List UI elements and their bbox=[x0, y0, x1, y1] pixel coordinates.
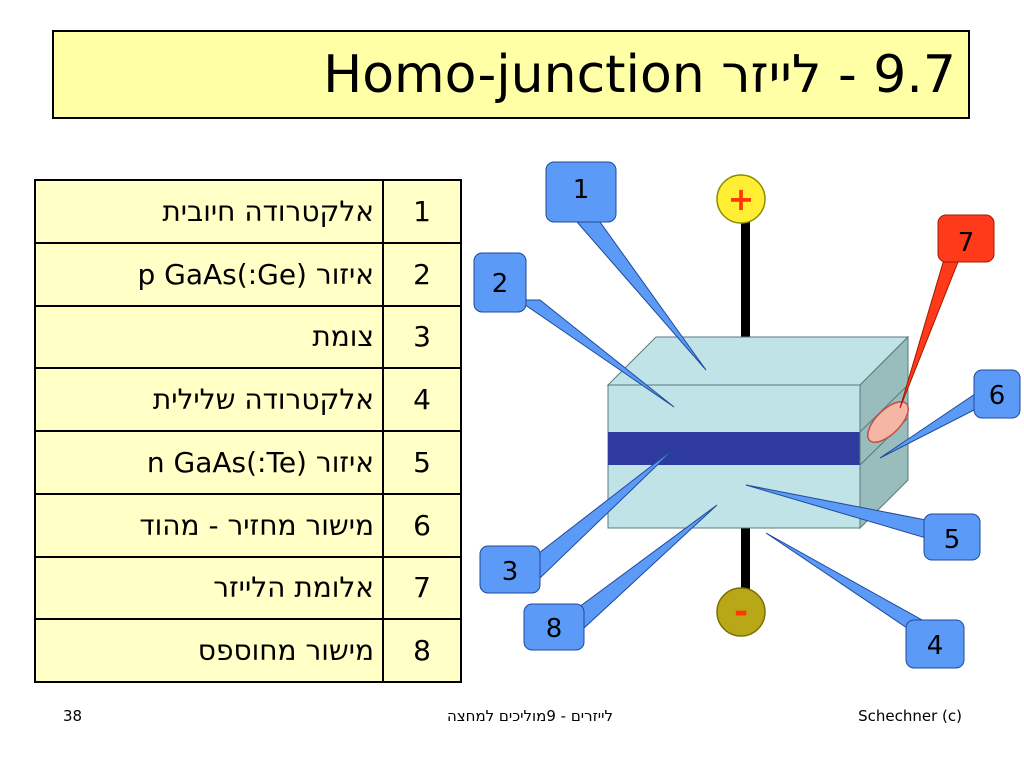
callout-label: 4 bbox=[927, 631, 944, 661]
legend-text: אלומת הלייזר bbox=[34, 555, 384, 621]
callout-label: 1 bbox=[573, 175, 590, 205]
legend-number: 1 bbox=[382, 179, 462, 244]
legend-number: 4 bbox=[382, 367, 462, 432]
legend-text: צומת bbox=[34, 304, 384, 370]
laser-beam-spot bbox=[867, 401, 909, 443]
callout-6: 6 bbox=[879, 369, 1021, 459]
negative-terminal: - bbox=[716, 587, 766, 637]
legend-text: מישור מחזיר - מהוד bbox=[34, 492, 384, 558]
positive-terminal: + bbox=[716, 174, 766, 224]
minus-sign: - bbox=[734, 592, 748, 632]
callout-3: 3 bbox=[479, 446, 677, 594]
table-row: איזור p GaAs(:Ge)2 bbox=[34, 241, 462, 307]
legend-number: 8 bbox=[382, 618, 462, 683]
legend-number: 2 bbox=[382, 241, 462, 307]
legend-number: 3 bbox=[382, 304, 462, 370]
callout-label: 5 bbox=[944, 525, 961, 555]
callout-label: 8 bbox=[546, 614, 563, 644]
callout-label: 6 bbox=[989, 381, 1006, 411]
positive-electrode bbox=[741, 218, 750, 354]
legend-text: איזור n GaAs(:Te) bbox=[34, 430, 384, 495]
course-name: לייזרים - 9מוליכים למחצה bbox=[446, 707, 614, 725]
callout-2: 2 bbox=[473, 252, 675, 408]
junction-layer bbox=[608, 432, 860, 465]
callout-4: 4 bbox=[765, 532, 965, 669]
callout-label: 7 bbox=[958, 228, 975, 258]
table-row: איזור n GaAs(:Te)5 bbox=[34, 430, 462, 495]
title-box: 9.7 - לייזר Homo-junction bbox=[52, 30, 970, 119]
slide-title: 9.7 - לייזר Homo-junction bbox=[323, 45, 956, 105]
callout-5: 5 bbox=[745, 484, 981, 561]
legend-number: 5 bbox=[382, 430, 462, 495]
legend-number: 6 bbox=[382, 492, 462, 558]
callout-8: 8 bbox=[523, 504, 718, 651]
callout-label: 3 bbox=[502, 557, 519, 587]
negative-electrode bbox=[741, 527, 750, 593]
legend-text: אלקטרודה שלילית bbox=[34, 367, 384, 432]
plus-sign: + bbox=[728, 180, 755, 218]
page-number: 38 bbox=[63, 707, 83, 725]
block-top-face bbox=[606, 336, 910, 386]
callout-7: 7 bbox=[899, 214, 995, 409]
legend-text: מישור מחוספס bbox=[34, 618, 384, 683]
author-credit: Schechner (c) bbox=[858, 707, 962, 725]
legend-text: איזור p GaAs(:Ge) bbox=[34, 241, 384, 307]
legend-number: 7 bbox=[382, 555, 462, 621]
callout-label: 2 bbox=[492, 269, 509, 299]
legend-text: אלקטרודה חיובית bbox=[34, 179, 384, 244]
callout-1: 1 bbox=[545, 161, 707, 371]
